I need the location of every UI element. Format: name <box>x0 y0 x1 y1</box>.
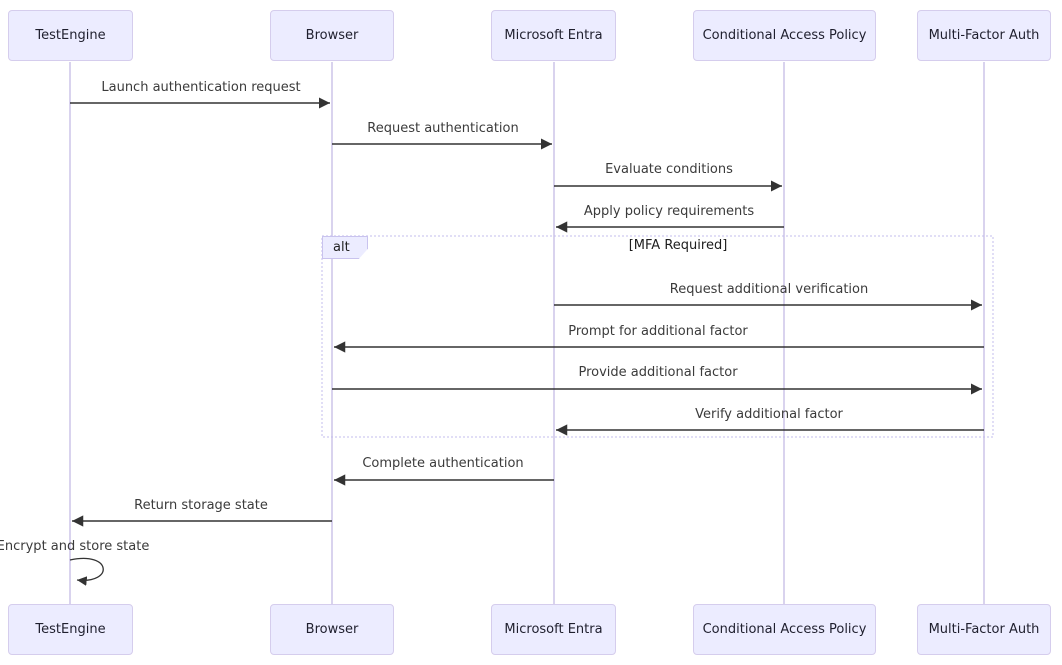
message-provide-additional-factor: Provide additional factor <box>578 365 738 380</box>
alt-label-text: alt <box>333 240 350 255</box>
actor-bottom-microsoft-entra[interactable]: Microsoft Entra <box>491 604 616 655</box>
actor-top-multi-factor-auth[interactable]: Multi-Factor Auth <box>917 10 1051 61</box>
actor-label: Conditional Access Policy <box>702 622 867 637</box>
message-return-storage-state: Return storage state <box>134 498 268 513</box>
alt-frame-condition: [MFA Required] <box>628 238 728 253</box>
actor-label: Multi-Factor Auth <box>928 622 1040 637</box>
arrow-encrypt-and-store-state-self-loop <box>69 557 104 586</box>
message-request-additional-verification: Request additional verification <box>669 282 869 297</box>
actor-bottom-conditional-access-policy[interactable]: Conditional Access Policy <box>693 604 876 655</box>
actor-bottom-multi-factor-auth[interactable]: Multi-Factor Auth <box>917 604 1051 655</box>
actor-label: Multi-Factor Auth <box>928 28 1040 43</box>
message-prompt-for-additional-factor: Prompt for additional factor <box>568 324 748 339</box>
message-verify-additional-factor: Verify additional factor <box>695 407 843 422</box>
message-complete-authentication: Complete authentication <box>362 456 524 471</box>
actor-bottom-testengine[interactable]: TestEngine <box>8 604 133 655</box>
actor-label: TestEngine <box>35 28 106 43</box>
actor-top-microsoft-entra[interactable]: Microsoft Entra <box>491 10 616 61</box>
actor-top-conditional-access-policy[interactable]: Conditional Access Policy <box>693 10 876 61</box>
actor-bottom-browser[interactable]: Browser <box>270 604 394 655</box>
actor-label: Microsoft Entra <box>504 28 603 43</box>
alt-frame-label: alt <box>322 236 368 259</box>
actor-label: Conditional Access Policy <box>702 28 867 43</box>
message-launch-authentication-request: Launch authentication request <box>101 80 301 95</box>
message-encrypt-and-store-state: Encrypt and store state <box>0 539 150 554</box>
actor-label: Browser <box>305 28 359 43</box>
message-evaluate-conditions: Evaluate conditions <box>605 162 733 177</box>
actor-top-browser[interactable]: Browser <box>270 10 394 61</box>
message-request-authentication: Request authentication <box>367 121 519 136</box>
actor-top-testengine[interactable]: TestEngine <box>8 10 133 61</box>
message-apply-policy-requirements: Apply policy requirements <box>583 204 755 219</box>
actor-label: Microsoft Entra <box>504 622 603 637</box>
actor-label: TestEngine <box>35 622 106 637</box>
actor-label: Browser <box>305 622 359 637</box>
